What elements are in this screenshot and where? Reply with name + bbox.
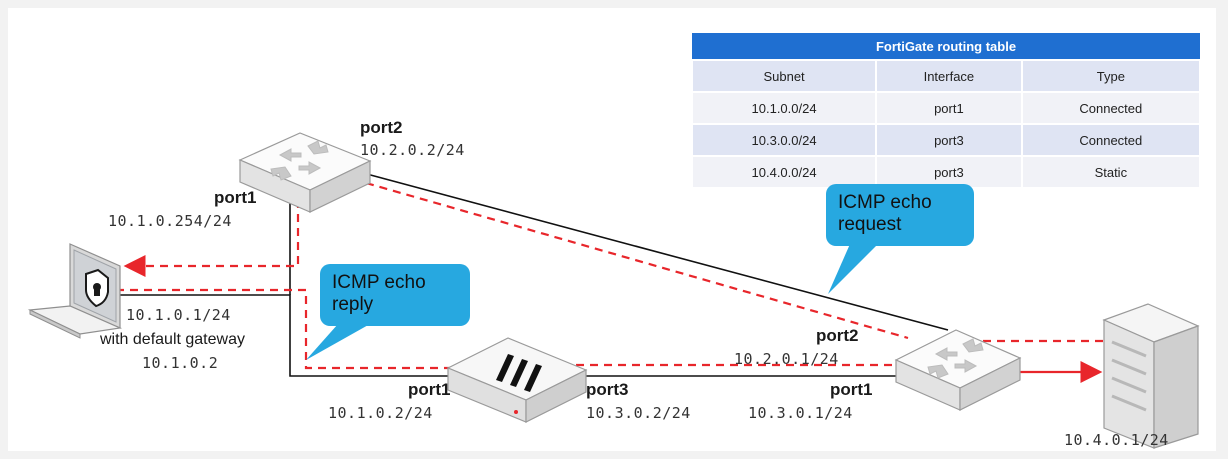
callout-request-tail	[828, 244, 878, 294]
fortigate-port3-ip: 10.3.0.2/24	[586, 404, 691, 422]
laptop-gateway-ip: 10.1.0.2	[142, 354, 219, 372]
router-top-port2-label: port2	[360, 118, 403, 137]
router-top-port1-ip: 10.1.0.254/24	[108, 212, 232, 230]
routing-table: FortiGate routing table Subnet Interface…	[690, 33, 1202, 189]
routing-table-header-type: Type	[1020, 59, 1202, 93]
table-row: 10.3.0.0/24 port3 Connected	[690, 123, 1202, 157]
table-cell: Static	[1020, 155, 1202, 189]
table-cell: 10.4.0.0/24	[690, 155, 878, 189]
laptop-ip: 10.1.0.1/24	[126, 306, 231, 324]
table-cell: 10.1.0.0/24	[690, 91, 878, 125]
table-cell: port1	[875, 91, 1023, 125]
flow-request-from-laptop	[116, 288, 463, 370]
table-cell: port3	[875, 155, 1023, 189]
table-cell: 10.3.0.0/24	[690, 123, 878, 157]
router-top-port1-label: port1	[214, 188, 257, 207]
link-lines	[116, 172, 949, 377]
fortigate-port1-label: port1	[408, 380, 451, 399]
table-row: 10.1.0.0/24 port1 Connected	[690, 91, 1202, 125]
flow-reply-router-to-router	[365, 181, 909, 340]
router-right-port1-label: port1	[830, 380, 873, 399]
link-router-to-router	[362, 172, 949, 331]
diagram-canvas	[27, 132, 1200, 449]
callout-reply-tail	[306, 324, 370, 360]
server-icon	[1102, 303, 1200, 449]
router-right-port2-ip: 10.2.0.1/24	[734, 350, 839, 368]
flow-reply-to-laptop	[123, 200, 300, 277]
server-ip: 10.4.0.1/24	[1064, 431, 1169, 449]
table-cell: port3	[875, 123, 1023, 157]
router-top-port2-ip: 10.2.0.2/24	[360, 141, 465, 159]
callout-icmp-request: ICMP echo request	[826, 184, 974, 246]
fortigate-port3-label: port3	[586, 380, 629, 399]
table-cell: Connected	[1020, 91, 1202, 125]
router-right-port1-ip: 10.3.0.1/24	[748, 404, 853, 422]
routing-table-title: FortiGate routing table	[692, 33, 1200, 60]
router-icon	[238, 132, 372, 213]
fortigate-port1-ip: 10.1.0.2/24	[328, 404, 433, 422]
routing-table-header-interface: Interface	[875, 59, 1023, 93]
routing-table-header-subnet: Subnet	[690, 59, 878, 93]
router-icon	[894, 329, 1022, 411]
network-diagram: FortiGate routing table Subnet Interface…	[8, 8, 1216, 451]
laptop-icon	[27, 243, 123, 339]
shield-icon	[85, 268, 109, 308]
link-laptop-to-fortigate	[116, 294, 463, 377]
table-cell: Connected	[1020, 123, 1202, 157]
traffic-flows	[116, 181, 1103, 370]
router-right-port2-label: port2	[816, 326, 859, 345]
fortigate-icon	[446, 337, 588, 423]
table-row: 10.4.0.0/24 port3 Static	[690, 155, 1202, 189]
callout-icmp-reply: ICMP echo reply	[320, 264, 470, 326]
laptop-gateway-text: with default gateway	[100, 331, 245, 348]
